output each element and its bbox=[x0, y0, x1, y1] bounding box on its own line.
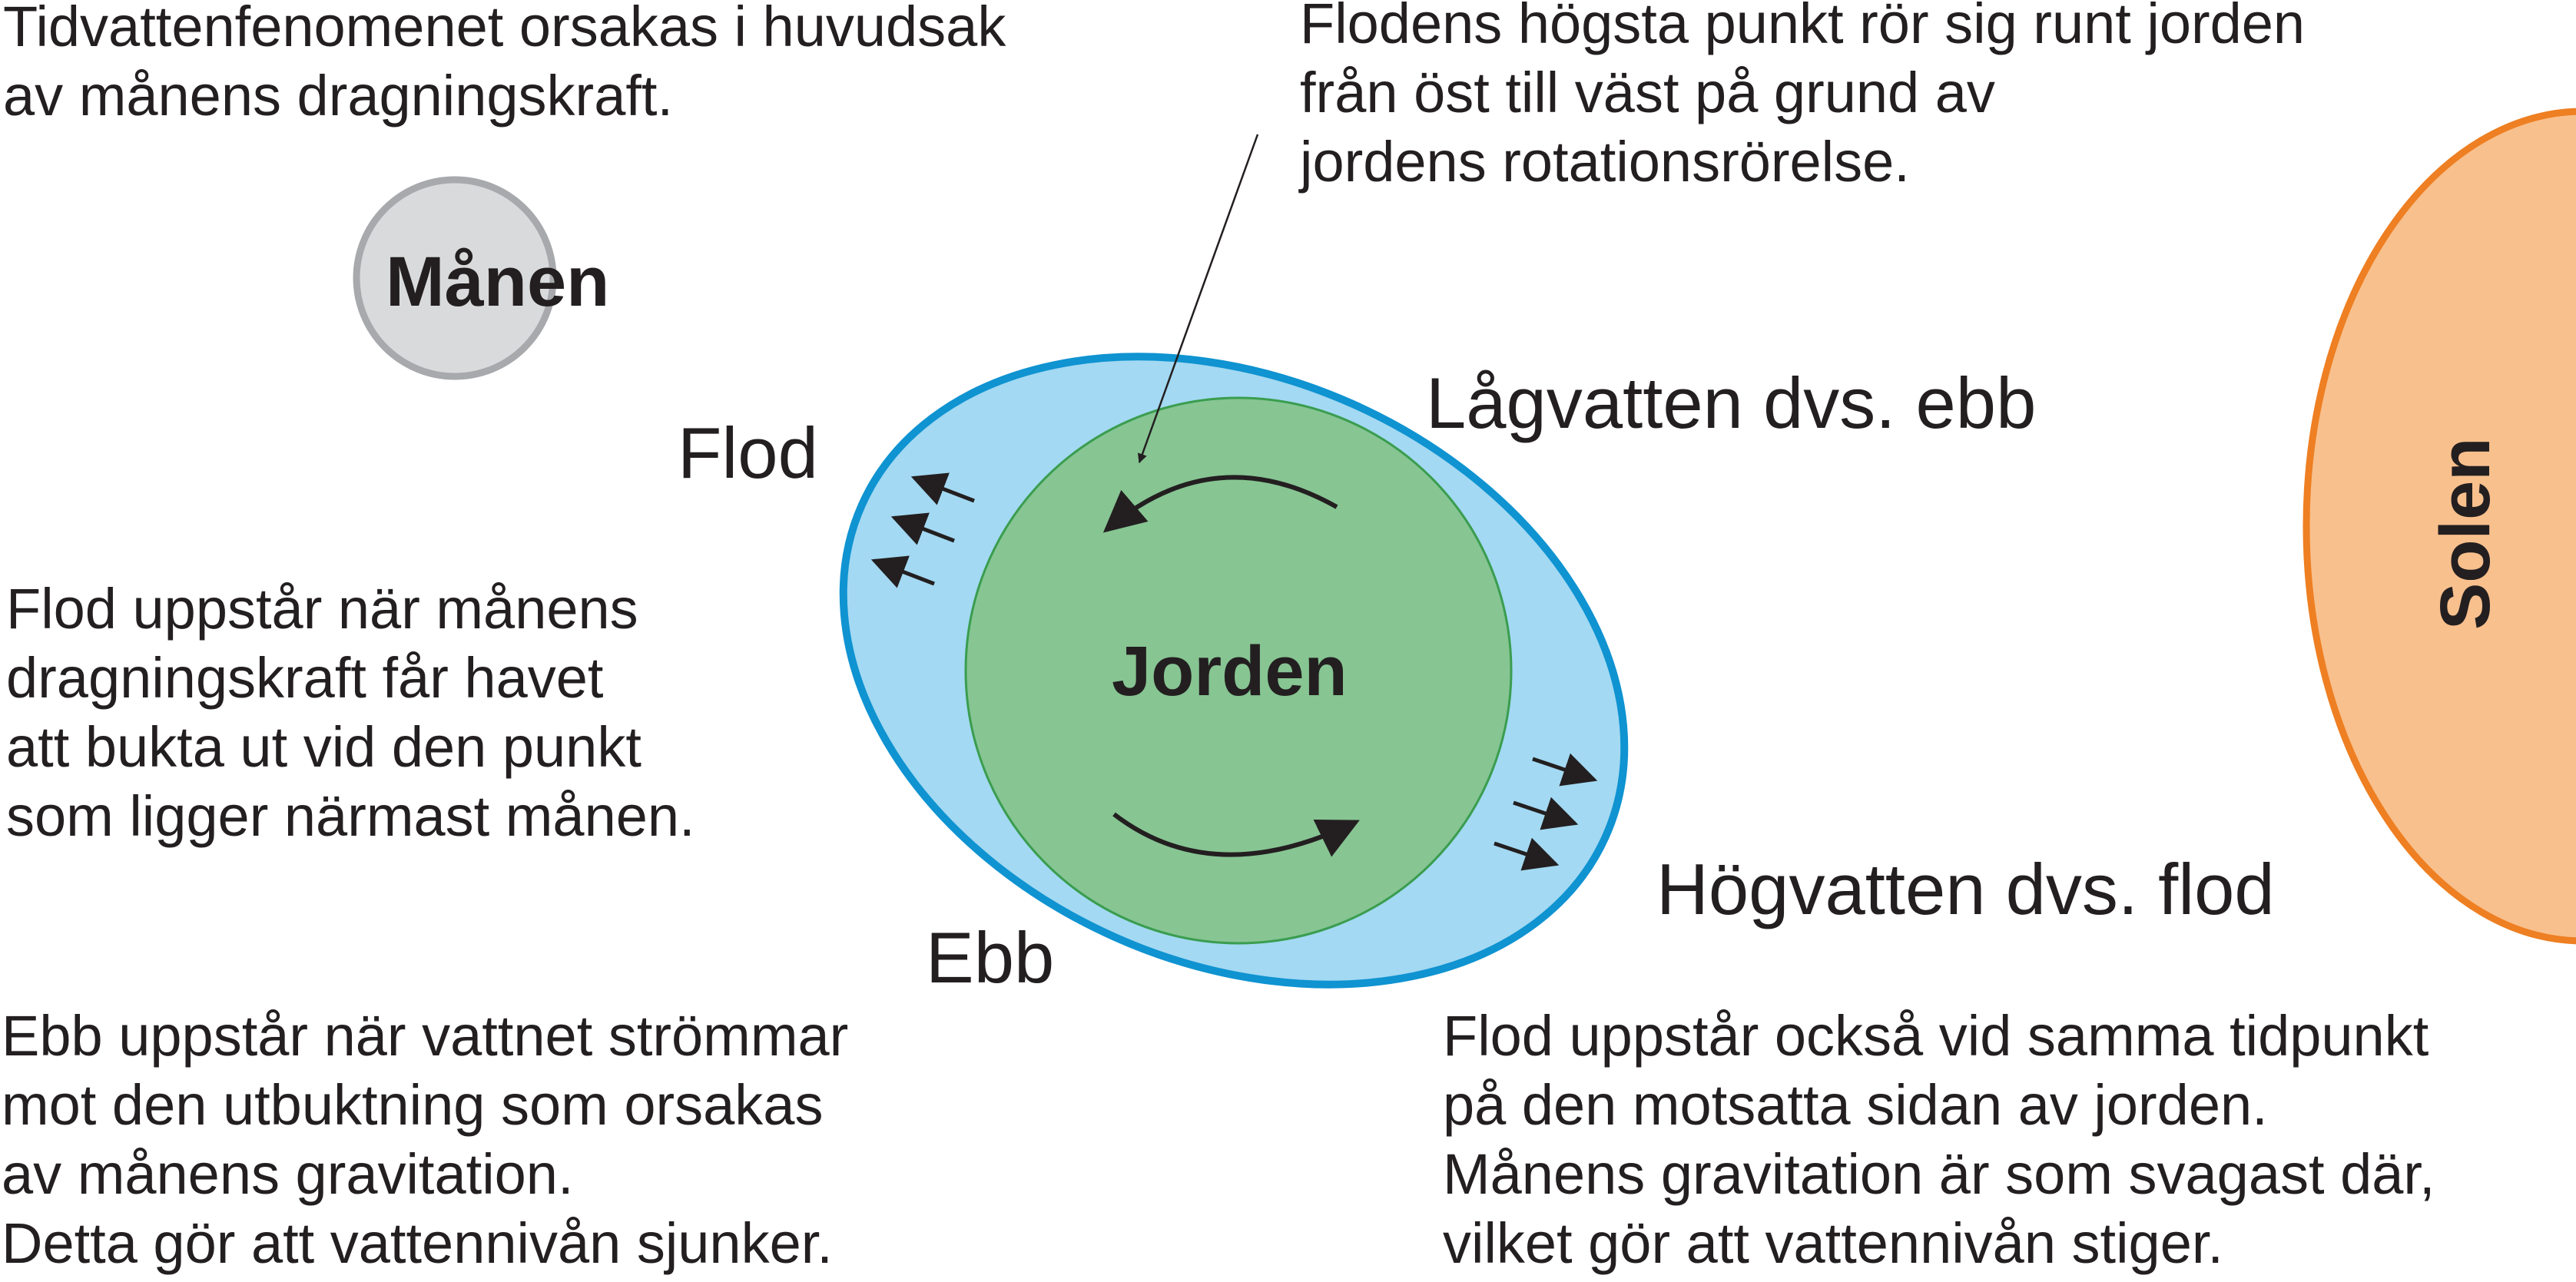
flow-arrows-left bbox=[870, 472, 975, 588]
intro-line: Tidvattenfenomenet orsakas i huvudsak bbox=[3, 0, 1006, 58]
far-side-note-line: Månens gravitation är som svagast där, bbox=[1443, 1142, 2435, 1206]
ebb-note-line: av månens gravitation. bbox=[2, 1142, 574, 1206]
sun-disc bbox=[2302, 108, 2576, 945]
intro-text: Tidvattenfenomenet orsakas i huvudsak av… bbox=[3, 0, 1022, 128]
flod-note-line: dragningskraft får havet bbox=[6, 646, 604, 710]
flod-note-line: att bukta ut vid den punkt bbox=[6, 715, 642, 779]
rotation-arrow-lower bbox=[1112, 812, 1360, 857]
flod-note-line: Flod uppstår när månens bbox=[6, 577, 638, 641]
earth-circle bbox=[964, 396, 1513, 945]
ebb-note-line: Detta gör att vattennivån sjunker. bbox=[2, 1211, 833, 1275]
moon: Månen bbox=[353, 176, 609, 380]
ebb-note: Ebb uppstår när vattnet strömmar mot den… bbox=[2, 1004, 864, 1275]
intro-line: av månens dragningskraft. bbox=[3, 64, 673, 128]
earth: Jorden bbox=[964, 396, 1513, 945]
flow-arrow bbox=[1532, 753, 1598, 787]
flow-arrows-right bbox=[1494, 753, 1598, 871]
lagvatten-label: Lågvatten dvs. ebb bbox=[1426, 363, 2036, 443]
hogvatten-label: Högvatten dvs. flod bbox=[1656, 849, 2275, 929]
flow-arrow bbox=[1494, 837, 1560, 871]
rotation-arrow-upper bbox=[1102, 475, 1338, 533]
far-side-note-line: Flod uppstår också vid samma tidpunkt bbox=[1443, 1004, 2429, 1068]
moon-label: Månen bbox=[386, 243, 609, 321]
leader-line bbox=[1137, 134, 1259, 464]
earth-label: Jorden bbox=[1112, 632, 1348, 711]
flod-note: Flod uppstår när månens dragningskraft f… bbox=[6, 577, 695, 848]
moon-circle bbox=[353, 176, 557, 380]
flod-label: Flod bbox=[678, 412, 818, 493]
rotation-note-line: Flodens högsta punkt rör sig runt jorden bbox=[1300, 0, 2305, 55]
ebb-label: Ebb bbox=[926, 917, 1054, 998]
sun: Solen bbox=[2302, 108, 2576, 945]
far-side-note-line: på den motsatta sidan av jorden. bbox=[1443, 1073, 2268, 1137]
rotation-note: Flodens högsta punkt rör sig runt jorden… bbox=[1298, 0, 2321, 194]
flod-note-line: som ligger närmast månen. bbox=[6, 784, 695, 848]
flow-arrow bbox=[1513, 797, 1579, 830]
far-side-note: Flod uppstår också vid samma tidpunkt på… bbox=[1443, 1004, 2451, 1275]
flow-arrow bbox=[870, 555, 935, 588]
flow-arrow bbox=[890, 512, 955, 545]
sun-label: Solen bbox=[2426, 438, 2505, 630]
far-side-note-line: vilket gör att vattennivån stiger. bbox=[1443, 1211, 2223, 1275]
rotation-note-line: jordens rotationsrörelse. bbox=[1298, 130, 1910, 194]
rotation-note-line: från öst till väst på grund av bbox=[1300, 61, 1995, 124]
flow-arrow bbox=[910, 472, 975, 505]
ebb-note-line: Ebb uppstår när vattnet strömmar bbox=[2, 1004, 848, 1068]
ebb-note-line: mot den utbuktning som orsakas bbox=[2, 1073, 823, 1137]
